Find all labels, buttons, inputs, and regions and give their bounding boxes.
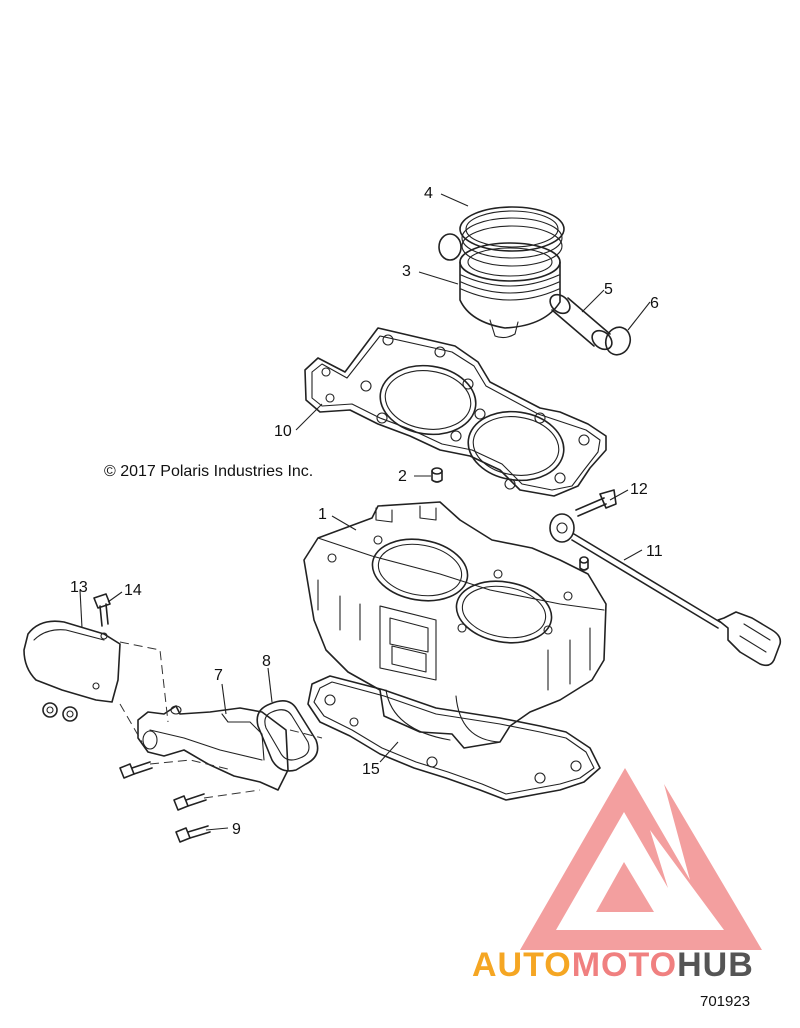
block-dowel — [579, 556, 589, 571]
dowel-pin — [431, 467, 443, 483]
callout-2: 2 — [398, 468, 407, 485]
callout-6: 6 — [650, 295, 659, 312]
heat-shield-bolt — [93, 593, 111, 627]
watermark-logo — [520, 768, 762, 950]
watermark-text-moto: MOTO — [572, 946, 677, 984]
outlet-bolts — [119, 761, 211, 843]
watermark-text-auto: AUTO — [472, 946, 572, 984]
callout-8: 8 — [262, 653, 271, 670]
callout-5: 5 — [604, 281, 613, 298]
watermark-text-hub: HUB — [677, 946, 754, 984]
callout-13: 13 — [70, 579, 88, 596]
callout-11: 11 — [646, 543, 663, 560]
outlet-gasket — [256, 700, 319, 772]
figure-number: 701923 — [700, 993, 750, 1010]
circlip-right — [604, 326, 632, 356]
callout-labels: 4 3 5 6 10 2 1 12 11 13 14 7 8 9 15 — [70, 185, 663, 838]
piston-rings — [459, 206, 565, 267]
callout-7: 7 — [214, 667, 223, 684]
callout-10: 10 — [274, 423, 292, 440]
shield-nuts — [42, 702, 78, 722]
sensor-bolt — [575, 489, 617, 517]
callout-4: 4 — [424, 185, 433, 202]
base-gasket — [307, 675, 601, 801]
callout-15: 15 — [362, 761, 380, 778]
water-outlet — [137, 705, 289, 791]
circlip-left — [438, 233, 462, 261]
piston-pin — [549, 293, 613, 351]
callout-3: 3 — [402, 263, 411, 280]
assembly-lines — [119, 641, 323, 799]
heat-shield — [23, 620, 121, 703]
watermark-text: AUTOMOTOHUB — [472, 946, 754, 984]
knock-sensor — [549, 513, 782, 667]
copyright-notice: © 2017 Polaris Industries Inc. — [104, 463, 313, 480]
callout-1: 1 — [318, 506, 327, 523]
callout-14: 14 — [124, 582, 142, 599]
piston — [459, 242, 561, 339]
callout-9: 9 — [232, 821, 241, 838]
leader-lines — [79, 193, 651, 831]
head-gasket — [304, 327, 607, 497]
callout-12: 12 — [630, 481, 648, 498]
